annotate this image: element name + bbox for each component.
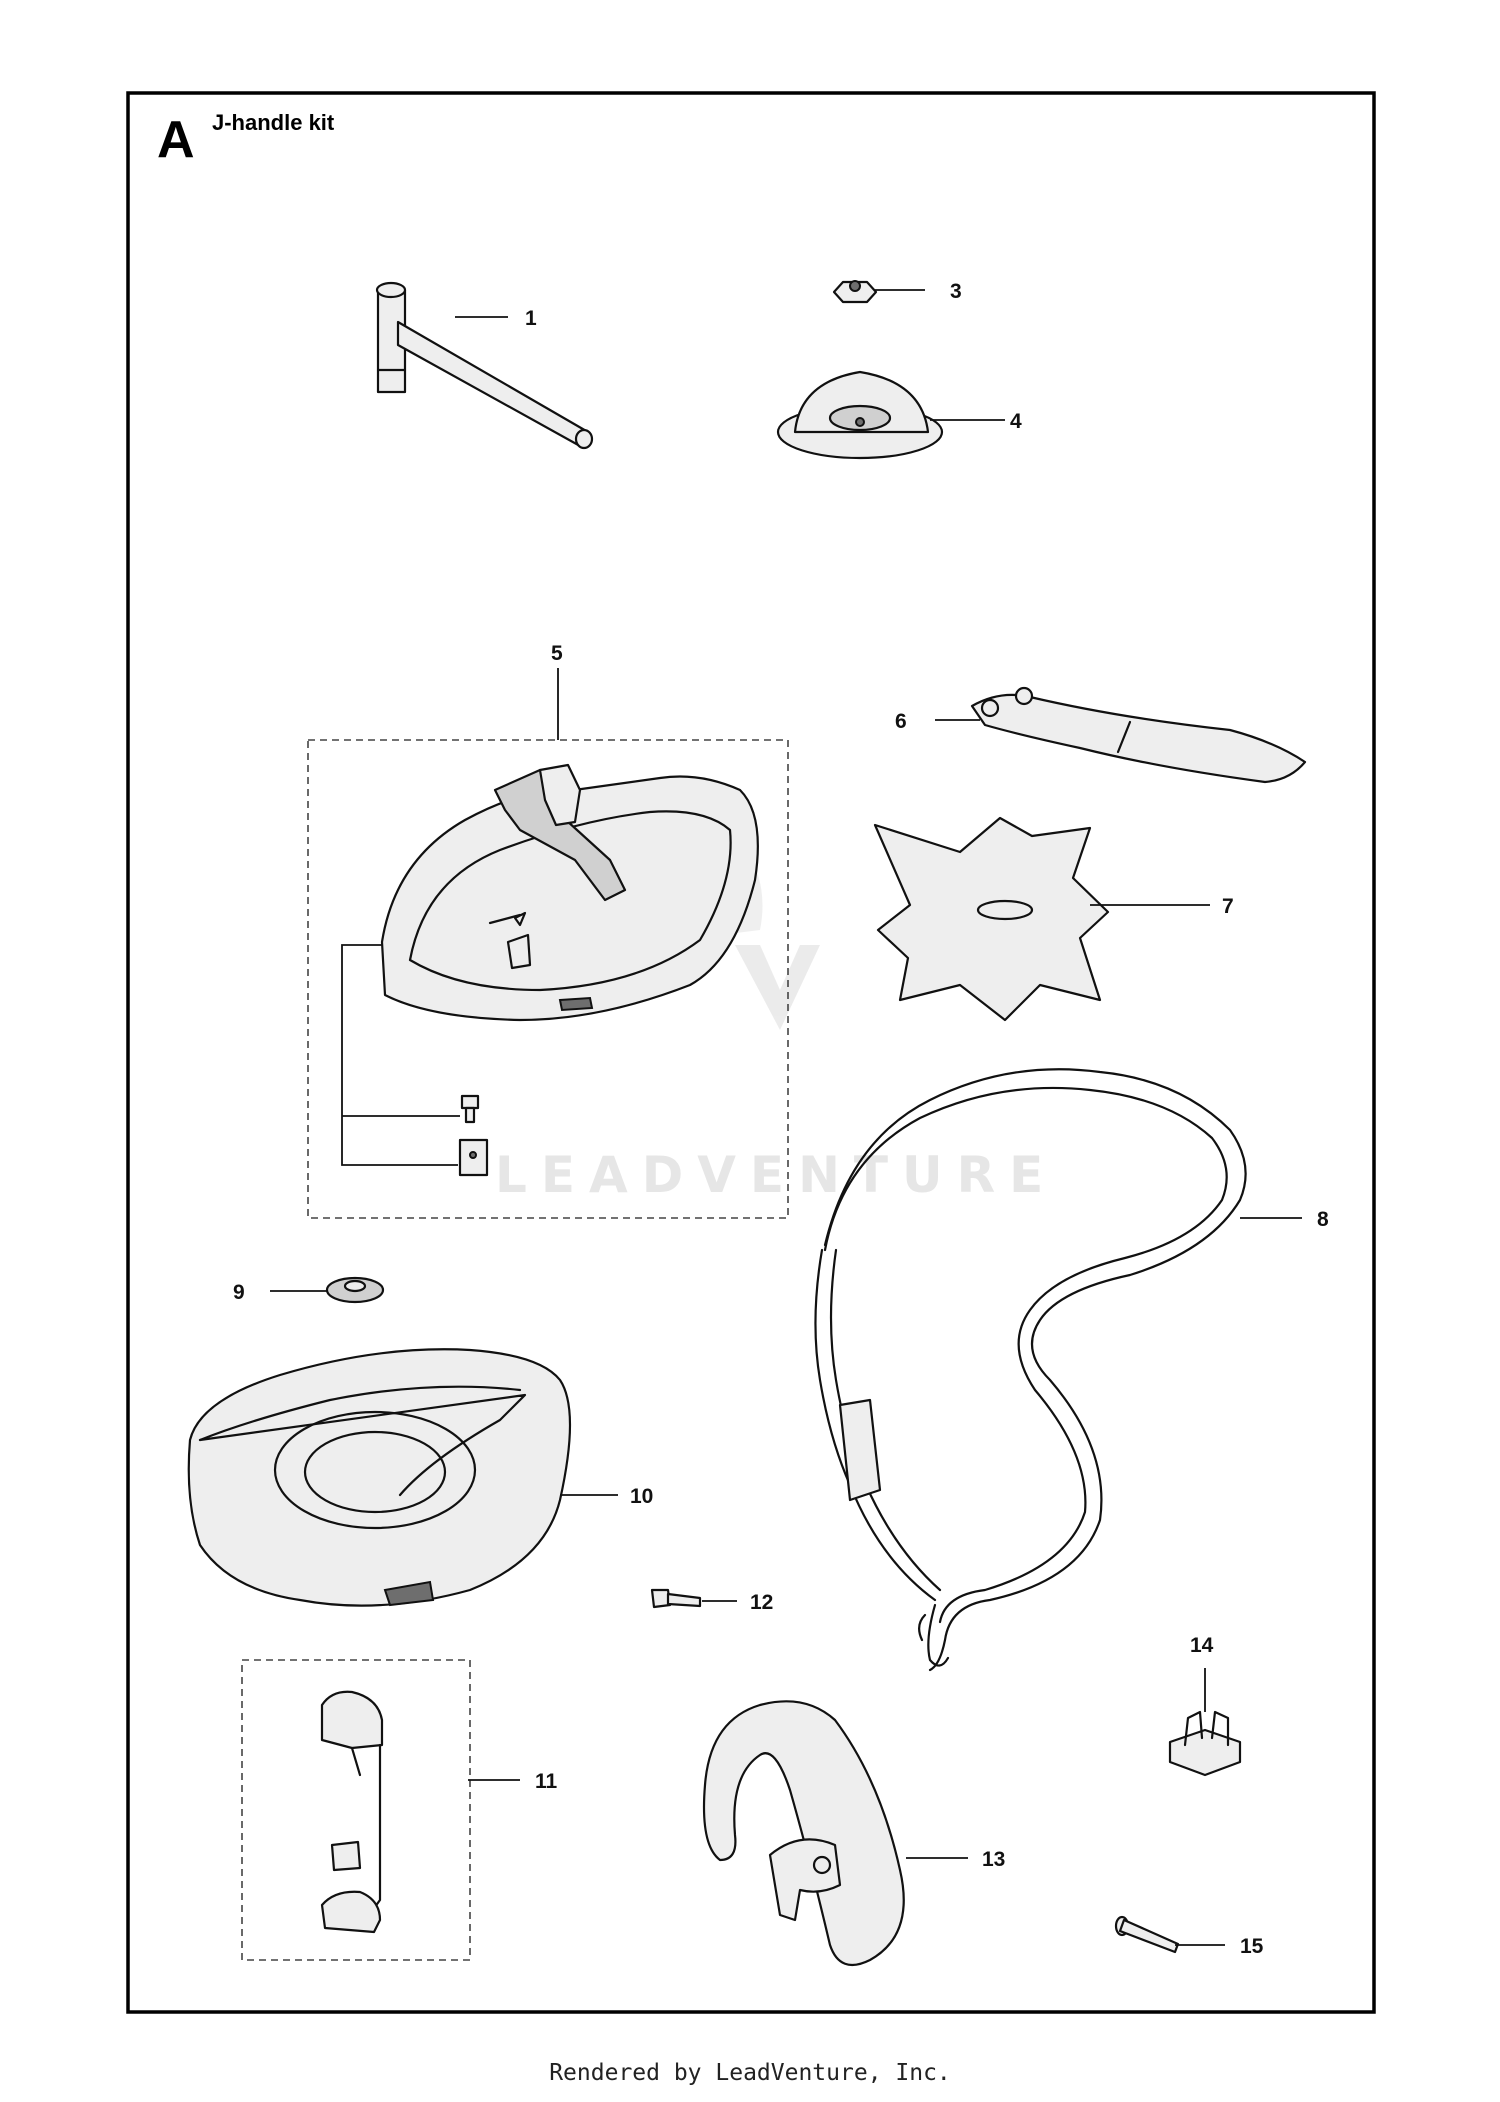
part-label-3: 3 xyxy=(950,280,962,303)
part-5-kit-bracket xyxy=(341,944,460,1166)
part-5-clip[interactable] xyxy=(458,1138,489,1177)
part-label-5: 5 xyxy=(551,642,563,665)
part-5-kit-box xyxy=(307,739,789,1219)
watermark-text: LEADVENTURE xyxy=(495,1146,1057,1204)
diagram-frame xyxy=(126,91,1376,2014)
leader-lines xyxy=(270,289,1302,1946)
part-4-support-cup[interactable] xyxy=(776,370,944,460)
part-12-screw[interactable] xyxy=(650,1588,702,1609)
part-label-9: 9 xyxy=(233,1281,245,1304)
part-7-grass-blade[interactable] xyxy=(873,816,1110,1022)
part-labels: 1 3 4 5 6 7 8 9 10 11 12 13 14 15 xyxy=(233,280,1329,1958)
part-13-j-handle[interactable] xyxy=(702,1700,905,1967)
part-label-11: 11 xyxy=(535,1770,558,1793)
part-label-6: 6 xyxy=(895,710,907,733)
part-label-14: 14 xyxy=(1190,1634,1214,1657)
part-label-13: 13 xyxy=(982,1848,1005,1871)
part-label-4: 4 xyxy=(1010,410,1022,433)
part-11-kit-box xyxy=(241,1659,471,1961)
part-10-line-guard[interactable] xyxy=(187,1348,572,1607)
part-14-clip[interactable] xyxy=(1168,1710,1242,1777)
part-label-7: 7 xyxy=(1222,895,1234,918)
part-15-pin[interactable] xyxy=(1114,1915,1180,1954)
section-letter: A xyxy=(157,111,195,169)
part-label-1: 1 xyxy=(525,307,537,330)
part-8-harness[interactable] xyxy=(814,1068,1247,1672)
part-9-washer[interactable] xyxy=(325,1276,385,1304)
part-5-screw[interactable] xyxy=(460,1094,480,1124)
part-3-nut[interactable] xyxy=(832,280,878,304)
part-5-trimmer-guard[interactable] xyxy=(380,763,759,1022)
footer-credit: Rendered by LeadVenture, Inc. xyxy=(549,2060,951,2086)
part-label-10: 10 xyxy=(630,1485,653,1508)
part-1-wrench[interactable] xyxy=(375,281,594,450)
part-11-clips[interactable] xyxy=(320,1690,384,1934)
part-6-extension[interactable] xyxy=(970,686,1307,784)
part-label-15: 15 xyxy=(1240,1935,1264,1958)
part-label-8: 8 xyxy=(1317,1208,1329,1231)
diagram-title: J-handle kit xyxy=(212,110,335,135)
part-label-12: 12 xyxy=(750,1591,773,1614)
